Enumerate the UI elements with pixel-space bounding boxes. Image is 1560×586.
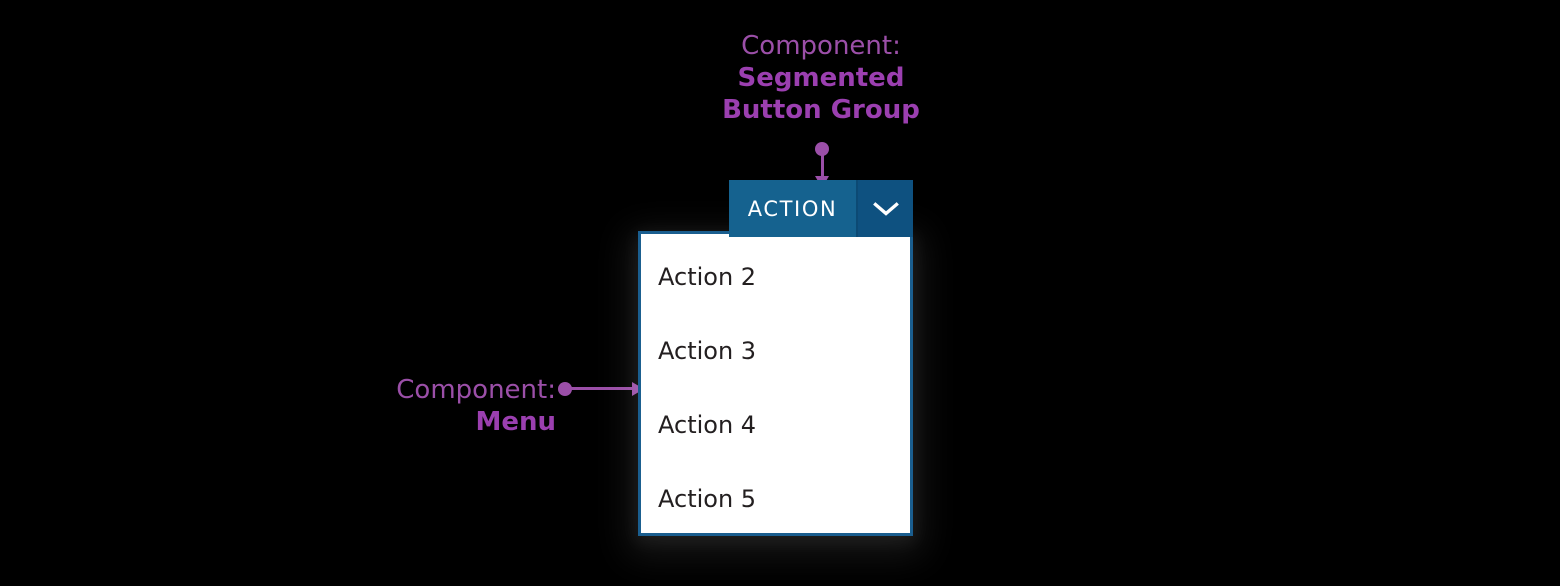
dropdown-toggle-button[interactable] bbox=[858, 180, 913, 237]
segment-divider bbox=[856, 180, 858, 237]
annotation-prefix: Component: bbox=[396, 375, 556, 405]
annotation-segmented-button-group: Component: Segmented Button Group bbox=[618, 30, 1024, 126]
annotation-connector-right bbox=[558, 381, 648, 397]
annotation-name-line-1: Menu bbox=[475, 407, 556, 437]
menu-item[interactable]: Action 4 bbox=[658, 411, 757, 439]
connector-dot bbox=[558, 382, 572, 396]
connector-line bbox=[821, 152, 824, 180]
menu-item[interactable]: Action 5 bbox=[658, 485, 757, 513]
menu-item[interactable]: Action 3 bbox=[658, 337, 757, 365]
annotation-name-line-1: Segmented bbox=[737, 63, 905, 93]
menu-list: Action 2 Action 3 Action 4 Action 5 bbox=[641, 234, 910, 533]
annotation-menu: Component: Menu bbox=[330, 374, 556, 438]
segmented-button-group[interactable]: ACTION bbox=[729, 180, 913, 237]
annotation-prefix: Component: bbox=[741, 31, 901, 61]
menu-item[interactable]: Action 2 bbox=[658, 263, 757, 291]
menu[interactable]: Action 2 Action 3 Action 4 Action 5 bbox=[638, 231, 913, 536]
chevron-down-icon bbox=[872, 201, 899, 216]
action-button[interactable]: ACTION bbox=[729, 180, 856, 237]
connector-line bbox=[568, 387, 634, 390]
annotation-name-line-2: Button Group bbox=[722, 95, 920, 125]
connector-dot bbox=[815, 142, 829, 156]
